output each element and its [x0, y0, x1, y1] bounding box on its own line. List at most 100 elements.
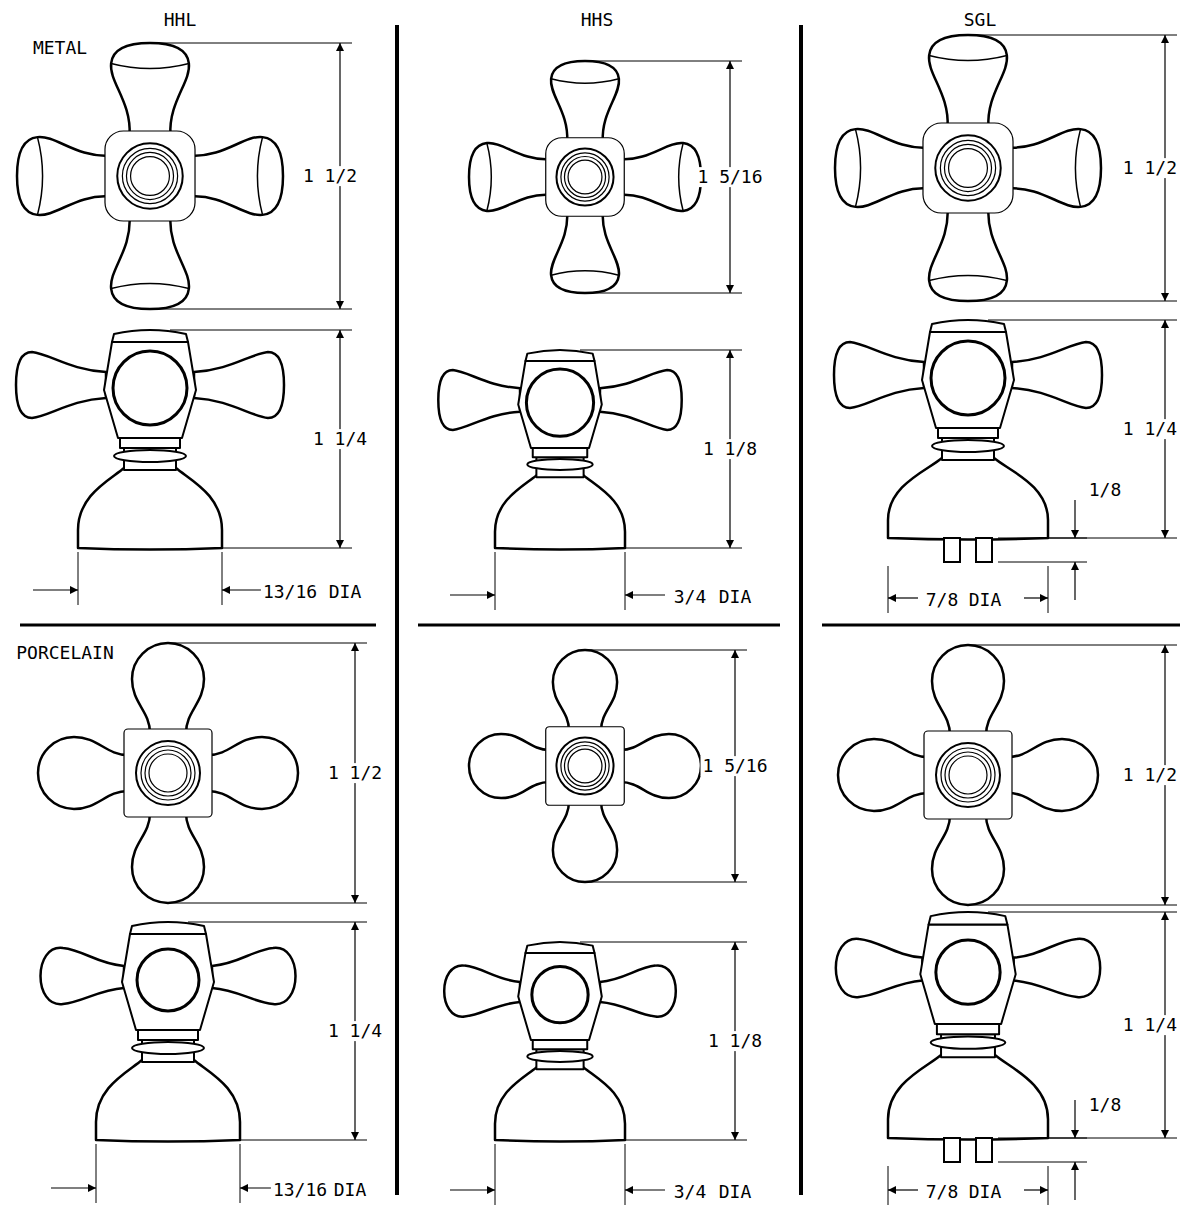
- frame-lines: [20, 25, 1180, 1195]
- hub-ring: [945, 752, 991, 798]
- dimension-arrow: [450, 1189, 495, 1190]
- stem-pin: [976, 1138, 992, 1162]
- dimension-arrow: [354, 643, 355, 773]
- top-cap: [112, 330, 188, 342]
- leader-line: [418, 624, 780, 627]
- top-cap: [929, 912, 1008, 924]
- dimension-label: 13/16: [271, 1180, 329, 1200]
- bell-body: [78, 468, 222, 550]
- handle-arm: [191, 137, 283, 215]
- handle-arm: [132, 813, 204, 903]
- hub: [124, 729, 212, 817]
- row-heading: METAL: [31, 38, 89, 58]
- stem-pin: [976, 538, 992, 562]
- handle-side-view: [444, 942, 676, 1142]
- hub-ring: [126, 152, 173, 199]
- leader-line: [998, 1138, 1087, 1139]
- leader-line: [1048, 566, 1049, 613]
- hub: [104, 342, 196, 438]
- leader-line: [888, 1166, 889, 1205]
- arm-cap-line: [37, 137, 42, 215]
- leader-line: [998, 562, 1087, 563]
- handle-arm: [551, 61, 619, 141]
- collar: [533, 448, 587, 457]
- handle-side-view: [438, 350, 681, 550]
- hub-face: [526, 369, 593, 436]
- dimension-label: DIA: [967, 590, 1004, 610]
- neck-ring: [527, 1051, 592, 1062]
- handle-arm: [553, 650, 617, 730]
- dimension-label: 1/8: [1087, 480, 1124, 500]
- hub-ring: [949, 149, 988, 188]
- dimension: [450, 1144, 665, 1205]
- hub-ring: [122, 148, 177, 203]
- hub-ring: [564, 745, 605, 786]
- hub-ring: [935, 135, 1000, 200]
- arm-cap-line: [929, 55, 1007, 60]
- dimension-label: 1 1/2: [1121, 158, 1179, 178]
- leader-line: [78, 552, 79, 605]
- handle-arm: [1014, 939, 1101, 997]
- collar: [120, 438, 180, 448]
- arm-cap-line: [551, 79, 619, 83]
- dimension-label: 1 1/8: [706, 1031, 764, 1051]
- handle-top-view: [38, 643, 298, 903]
- arm-cap-line: [257, 137, 262, 215]
- dimension-label: DIA: [332, 1180, 369, 1200]
- top-cap: [525, 350, 594, 361]
- dimension: [998, 500, 1087, 600]
- dimension-label: 3/4: [672, 1182, 709, 1202]
- dimension-arrow: [734, 650, 735, 766]
- handle-arm: [929, 209, 1007, 301]
- handle-arm: [469, 143, 549, 211]
- leader-line: [998, 538, 1087, 539]
- leader-line: [20, 624, 376, 627]
- dimension-arrow: [1164, 320, 1165, 429]
- handle-arm: [932, 645, 1004, 735]
- dimension-arrow: [354, 1031, 355, 1140]
- leader-line: [150, 309, 352, 310]
- dimension-arrow: [339, 43, 340, 176]
- handle-arm: [208, 737, 298, 809]
- hub-face: [936, 940, 1000, 1004]
- dimension-arrow: [625, 594, 665, 595]
- hub-ring: [568, 160, 602, 194]
- dimension-arrow: [1164, 775, 1165, 905]
- dimension-arrow: [1164, 912, 1165, 1025]
- leader-line: [1048, 1166, 1049, 1205]
- dimension-arrow: [1074, 1100, 1075, 1138]
- bell-body: [888, 458, 1048, 540]
- dimension-label: 3/4: [672, 587, 709, 607]
- hub-ring: [141, 746, 195, 800]
- handle-arm: [17, 137, 109, 215]
- hub: [923, 123, 1013, 213]
- handle-arm: [38, 737, 128, 809]
- collar: [138, 1030, 198, 1040]
- leader-line: [240, 1140, 367, 1141]
- dimension-arrow: [1164, 168, 1165, 301]
- dimension-arrow: [729, 177, 730, 293]
- leader-line: [222, 548, 352, 549]
- dimension-arrow: [1074, 500, 1075, 538]
- dimension-arrow: [222, 589, 262, 590]
- handle-arm: [600, 965, 676, 1016]
- hub: [920, 924, 1015, 1024]
- dimension: [888, 566, 1048, 613]
- column-heading: SGL: [962, 10, 999, 30]
- hub-ring: [944, 144, 991, 191]
- collar: [937, 1024, 999, 1034]
- leader-line: [188, 922, 367, 923]
- leader-line: [222, 552, 223, 605]
- dimension-arrow: [339, 330, 340, 439]
- hub: [546, 727, 625, 806]
- handle-side-view: [41, 922, 296, 1142]
- dimension-arrow: [734, 1041, 735, 1140]
- hub-ring: [117, 143, 182, 208]
- hub-ring: [149, 754, 187, 792]
- handle-arm: [551, 213, 619, 293]
- dimension-label: 1 5/16: [695, 167, 764, 187]
- dimension-arrow: [729, 350, 730, 449]
- hub-ring: [561, 153, 609, 201]
- dimension-label: DIA: [717, 587, 754, 607]
- dimension-arrow: [625, 1189, 665, 1190]
